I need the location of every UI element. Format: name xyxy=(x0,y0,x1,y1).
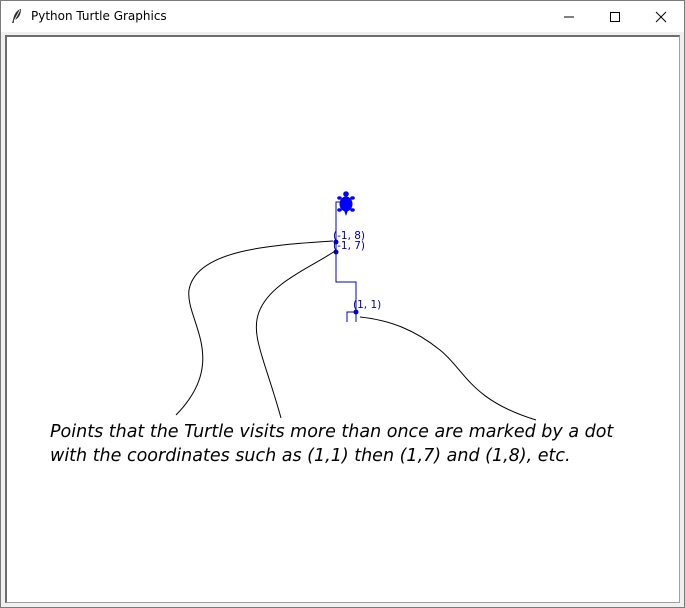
close-button[interactable] xyxy=(638,1,684,32)
close-icon xyxy=(655,11,667,22)
maximize-icon xyxy=(610,11,620,22)
annotation-line-1: Points that the Turtle visits more than … xyxy=(50,422,614,442)
maximize-button[interactable] xyxy=(592,1,638,32)
feather-icon xyxy=(12,9,21,23)
turtle-canvas[interactable] xyxy=(5,35,680,603)
minimize-icon xyxy=(564,16,574,17)
annotation-text: Points that the Turtle visits more than … xyxy=(50,420,650,468)
minimize-button[interactable] xyxy=(546,1,592,32)
annotation-line-2: with the coordinates such as (1,1) then … xyxy=(50,446,571,466)
title-bar[interactable]: Python Turtle Graphics xyxy=(1,1,684,32)
window-title: Python Turtle Graphics xyxy=(31,9,167,23)
